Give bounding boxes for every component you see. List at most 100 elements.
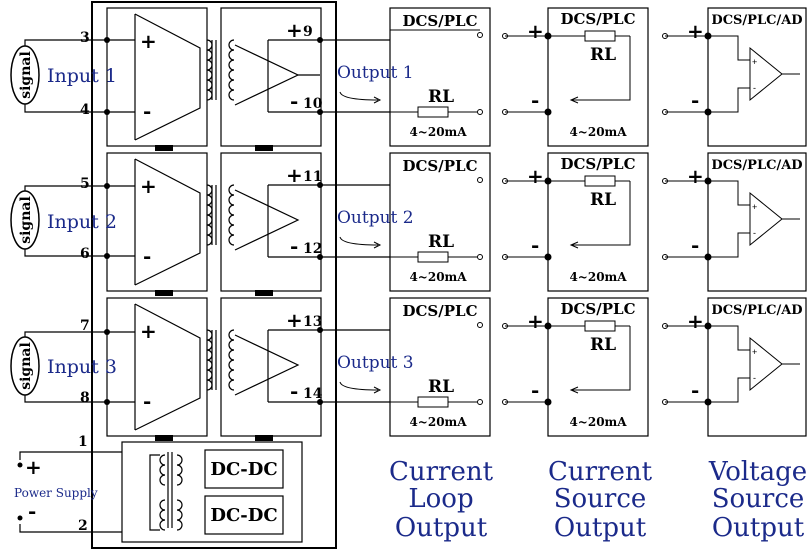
input-label: Input 2 [47,211,117,233]
pin-number: 11 [303,169,322,185]
output-coils [228,39,235,391]
voltage-source-box-3 [662,297,807,437]
plus-sign: + [286,308,303,332]
input-amplifier-3 [106,297,208,437]
caption-current-loop: Current [389,457,494,487]
pin-number: 12 [303,241,322,257]
plus-sign: + [527,19,544,43]
plus-sign: + [687,164,704,188]
current-range: 4~20mA [569,270,627,284]
input-terminals [17,37,110,521]
input-coils [206,39,213,391]
box-title: DCS/PLC [402,157,477,175]
box-title: DCS/PLC [402,302,477,320]
minus-sign: - [531,378,539,402]
signal-label: signal [18,51,34,99]
block-separators [155,145,273,441]
coil-winding [159,454,166,486]
pin-number: 5 [80,176,90,192]
minus-sign: - [290,379,298,403]
current-loop-box-2 [389,152,491,292]
input-label: Input 3 [47,356,117,378]
box-title: DCS/PLC [402,12,477,30]
minus-sign: - [143,244,151,268]
caption-current-source: Source [554,484,647,514]
pin-number: 13 [303,314,322,330]
coil-winding [159,499,166,531]
power-supply-label: Power Supply [14,486,98,500]
minus-sign: - [143,389,151,413]
box-title: DCS/PLC [560,10,635,28]
minus-sign: - [691,233,699,257]
opamp-minus: - [753,228,756,238]
caption-voltage-source: Voltage [708,457,807,487]
module-outline [91,1,337,549]
caption-current-source: Output [554,513,647,543]
signal-source-1: signal [10,45,40,105]
plus-sign: + [687,309,704,333]
plus-sign: + [687,19,704,43]
plus-sign: + [140,319,157,343]
dc-dc-converter-label: DC-DC [210,459,277,480]
input-amplifier-1 [106,7,208,147]
minus-sign: - [531,233,539,257]
minus-sign: - [531,88,539,112]
plus-sign: + [140,174,157,198]
opamp-plus: + [752,347,757,357]
resistor-label: RL [428,232,454,252]
pin-number: 6 [80,246,90,262]
current-loop-box-3 [389,297,491,437]
minus-sign: - [290,89,298,113]
pin-number: 4 [80,102,90,118]
output-label: Output 3 [337,353,414,373]
current-source-box-1 [502,7,649,147]
power-coils [159,454,183,531]
opamp-plus: + [752,202,757,212]
box-title: DCS/PLC/AD [711,13,802,28]
signal-source-2: signal [10,190,40,250]
caption-voltage-source: Source [712,484,805,514]
resistor-label: RL [428,87,454,107]
pin-number: 7 [80,318,90,334]
current-range: 4~20mA [409,270,467,284]
plus-sign: + [140,29,157,53]
resistor-label: RL [590,335,616,355]
caption-current-loop: Loop [408,484,473,514]
plus-sign: + [286,18,303,42]
pin-number: 3 [80,30,90,46]
box-title: DCS/PLC/AD [711,303,802,318]
current-source-box-3 [502,297,649,437]
pin-number: 1 [78,434,88,450]
signal-label: signal [18,196,34,244]
opamp-plus: + [752,57,757,67]
coil-winding [176,499,183,531]
coil-winding [228,184,235,246]
coil-winding [206,39,213,101]
minus-sign: - [143,99,151,123]
plus-sign: + [527,309,544,333]
isolation-transformers [211,40,217,390]
resistor-label: RL [590,190,616,210]
current-range: 4~20mA [569,415,627,429]
pin-number: 10 [303,96,323,112]
resistor-label: RL [428,377,454,397]
voltage-source-box-1 [662,7,807,147]
pin-number: 2 [78,518,88,534]
coil-winding [206,184,213,246]
current-loop-box-1 [389,7,491,147]
box-title: DCS/PLC [560,155,635,173]
voltage-source-box-2 [662,152,807,292]
plus-sign: + [286,163,303,187]
power-plus-sign: + [25,455,42,479]
minus-sign: - [691,88,699,112]
current-range: 4~20mA [409,125,467,139]
coil-winding [206,329,213,391]
power-minus-sign: - [28,499,36,523]
input-label: Input 1 [47,65,117,87]
minus-sign: - [691,378,699,402]
resistor-label: RL [590,45,616,65]
caption-current-loop: Output [395,513,488,543]
output-arrows [339,91,382,394]
signal-label: signal [18,342,34,390]
